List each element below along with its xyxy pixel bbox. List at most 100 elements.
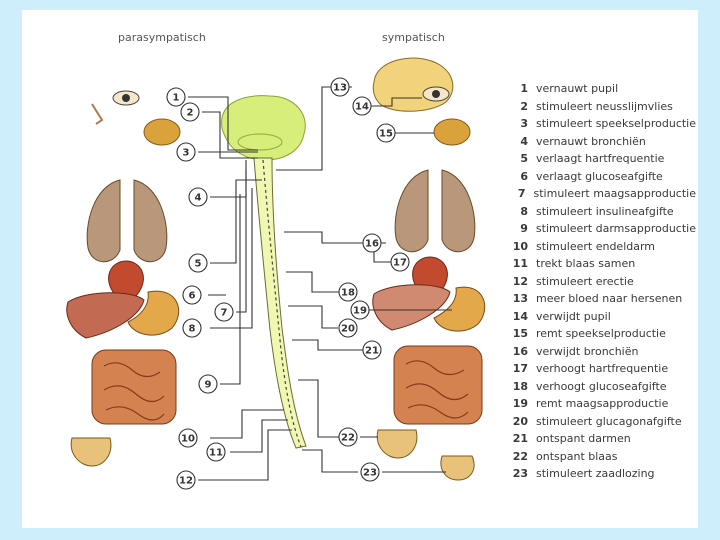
- callout-circle: [360, 462, 380, 482]
- legend-text: verlaagt glucoseafgifte: [536, 169, 663, 183]
- callout-circle: [166, 87, 186, 107]
- callout-13: 13: [330, 77, 350, 97]
- callout-circle: [330, 77, 350, 97]
- callout-16: 16: [362, 233, 382, 253]
- legend-number: 13: [512, 292, 528, 305]
- nose-illustration: [91, 103, 104, 125]
- callout-number: 16: [365, 239, 379, 250]
- legend-row: 15 remt speekselproductie: [506, 325, 696, 343]
- legend-text: verwijdt bronchiën: [536, 344, 639, 358]
- callout-number: 13: [333, 83, 347, 94]
- callout-circle: [390, 252, 410, 272]
- prostate-illustration-right: [440, 455, 475, 481]
- legend-number: 8: [520, 204, 528, 218]
- callout-12: 12: [176, 470, 196, 490]
- legend-text: vernauwt pupil: [536, 82, 619, 95]
- intestines-illustration: [91, 349, 177, 425]
- callout-circle: [350, 300, 370, 320]
- callout-circle: [176, 142, 196, 162]
- legend-text: verhoogt glucoseafgifte: [536, 379, 667, 393]
- left-organs: [66, 90, 181, 467]
- legend-number: 11: [512, 257, 528, 270]
- callout-circle: [188, 187, 208, 207]
- callout-23: 23: [360, 462, 380, 482]
- callout-number: 12: [179, 476, 193, 487]
- callout-circle: [182, 318, 202, 338]
- callout-number: 18: [341, 288, 355, 299]
- legend-row: 22 ontspant blaas: [506, 448, 696, 466]
- callout-number: 10: [181, 434, 195, 445]
- callout-9: 9: [198, 374, 218, 394]
- callout-circle: [352, 96, 372, 116]
- callout-number: 4: [195, 193, 202, 204]
- callout-number: 19: [353, 306, 367, 317]
- salivary-gland-illustration-right: [433, 118, 471, 146]
- callout-8: 8: [182, 318, 202, 338]
- callout-17: 17: [390, 252, 410, 272]
- header-parasympathetic: parasympatisch: [118, 31, 206, 44]
- legend-text: stimuleert endeldarm: [536, 239, 656, 253]
- legend-number: 6: [520, 169, 528, 183]
- callout-number: 5: [195, 259, 202, 270]
- brain-illustration-right: [372, 57, 454, 112]
- legend-number: 14: [512, 309, 528, 323]
- legend-text: stimuleert maagsapproductie: [533, 187, 696, 200]
- stomach-illustration-right: [433, 286, 486, 332]
- legend-row: 6 verlaagt glucoseafgifte: [506, 168, 696, 186]
- right-organs: [372, 57, 486, 481]
- callout-14: 14: [352, 96, 372, 116]
- legend-text: stimuleert neusslijmvlies: [536, 99, 673, 113]
- liver-illustration: [66, 292, 145, 339]
- nervous-system-diagram: parasympatisch sympatisch: [66, 31, 486, 490]
- legend-number: 2: [520, 99, 528, 113]
- callout-circle: [180, 102, 200, 122]
- callout-number: 1: [173, 93, 180, 104]
- intestines-illustration-right: [393, 345, 483, 425]
- callout-2: 2: [180, 102, 200, 122]
- callout-circle: [338, 427, 358, 447]
- brain-and-spinal-cord: [221, 95, 307, 449]
- legend-text: verlaagt hartfrequentie: [536, 152, 665, 165]
- legend-number: 7: [517, 187, 526, 200]
- legend-text: ontspant blaas: [536, 449, 618, 463]
- legend-number: 15: [512, 327, 528, 340]
- callout-circle: [188, 253, 208, 273]
- callout-number: 15: [379, 129, 393, 140]
- callout-circle: [176, 470, 196, 490]
- callout-6: 6: [182, 285, 202, 305]
- legend-text: stimuleert glucagonafgifte: [536, 414, 682, 428]
- callout-1: 1: [166, 87, 186, 107]
- callout-circle: [376, 123, 396, 143]
- legend-text: verhoogt hartfrequentie: [536, 362, 669, 375]
- legend-number: 5: [520, 152, 528, 165]
- legend-row: 16 verwijdt bronchiën: [506, 343, 696, 361]
- callout-15: 15: [376, 123, 396, 143]
- legend-text: remt speekselproductie: [536, 327, 666, 340]
- legend-number: 22: [512, 449, 528, 463]
- callout-21: 21: [362, 340, 382, 360]
- diagram-sheet: parasympatisch sympatisch: [22, 10, 698, 528]
- callout-number: 3: [183, 148, 190, 159]
- legend-number: 12: [512, 274, 528, 288]
- legend-text: stimuleert speekselproductie: [535, 117, 696, 130]
- callout-circle: [338, 282, 358, 302]
- callout-7: 7: [214, 302, 234, 322]
- callout-3: 3: [176, 142, 196, 162]
- legend-number: 23: [512, 467, 528, 480]
- legend-number: 16: [512, 344, 528, 358]
